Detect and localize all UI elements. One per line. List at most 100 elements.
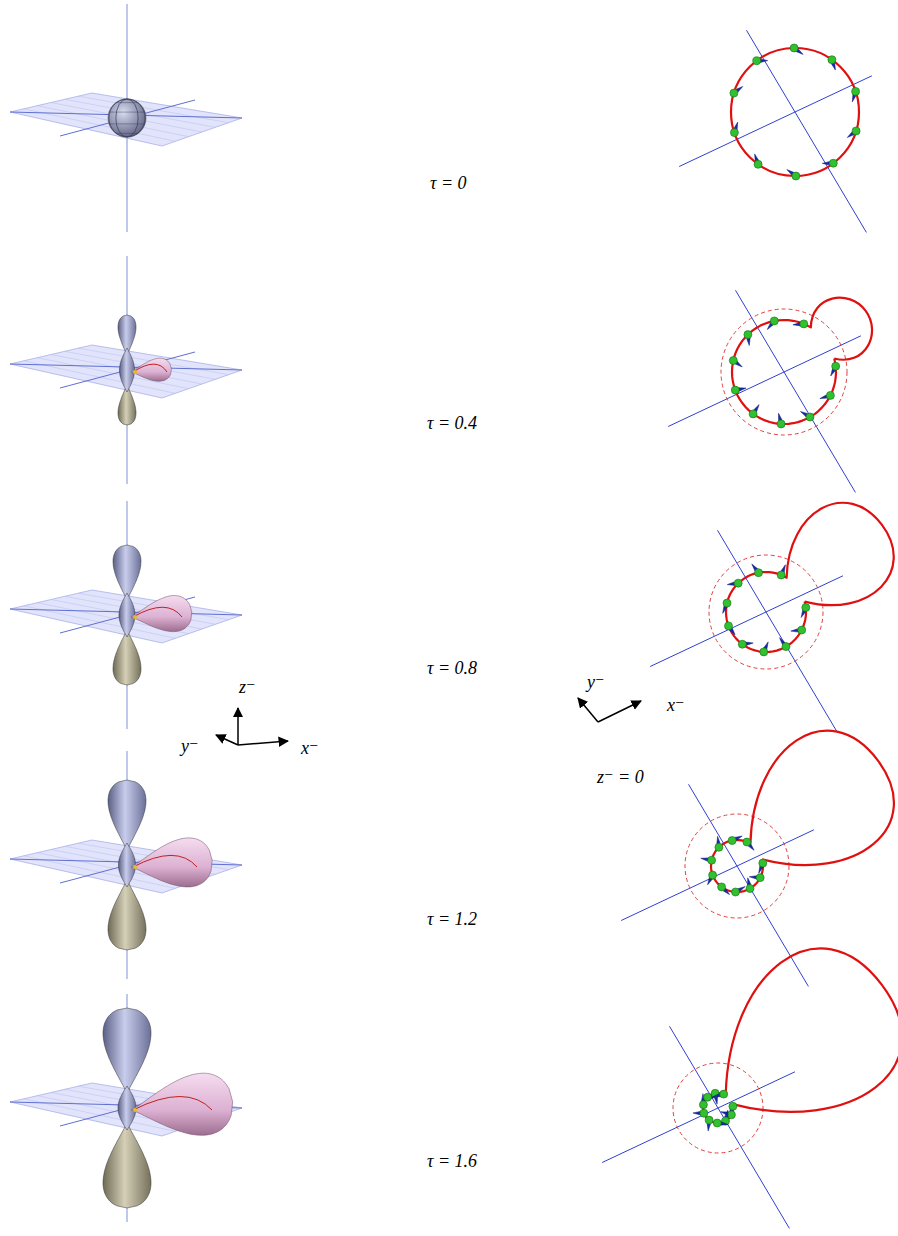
curve-plot bbox=[621, 731, 894, 987]
particle-dot bbox=[727, 1111, 735, 1119]
mesh-line bbox=[116, 133, 138, 134]
axis-label: y⁻ bbox=[585, 672, 607, 694]
particle-dot bbox=[800, 320, 808, 328]
particle-dot bbox=[852, 87, 860, 95]
mesh-line bbox=[116, 99, 138, 137]
bottom-lobe bbox=[103, 1122, 151, 1208]
curve-plot bbox=[679, 30, 872, 232]
curve-plot bbox=[602, 948, 898, 1228]
particle-dot bbox=[732, 888, 740, 896]
mesh-line bbox=[116, 99, 138, 137]
plane-grid bbox=[37, 358, 188, 389]
y-axis bbox=[60, 100, 195, 136]
x-axis bbox=[621, 830, 814, 921]
particle-dot bbox=[852, 127, 860, 135]
particle-dot bbox=[755, 569, 763, 577]
spin-arrow bbox=[721, 1122, 729, 1125]
curve-trace bbox=[133, 364, 167, 372]
surface-plot bbox=[10, 994, 242, 1222]
axis-label: x⁻ bbox=[299, 738, 321, 760]
curve bbox=[731, 48, 859, 176]
particle-dot bbox=[828, 56, 836, 64]
y-axis bbox=[747, 30, 867, 232]
particle-dot bbox=[826, 391, 834, 399]
side-lobe bbox=[131, 358, 171, 381]
spin-arrow bbox=[749, 876, 757, 879]
marker-dot bbox=[133, 865, 137, 869]
particle-dot bbox=[759, 859, 767, 867]
particle-dot bbox=[749, 410, 757, 418]
particle-dot bbox=[730, 129, 738, 137]
spin-arrow bbox=[725, 1110, 728, 1118]
axis-key bbox=[216, 708, 288, 745]
particle-dot bbox=[770, 317, 778, 325]
side-lobe bbox=[131, 1073, 233, 1135]
particle-dot bbox=[734, 579, 742, 587]
y-axis bbox=[718, 530, 838, 732]
spin-arrow bbox=[693, 1111, 701, 1115]
top-lobe bbox=[108, 780, 146, 851]
x-axis bbox=[650, 576, 843, 667]
spin-arrow bbox=[746, 642, 754, 645]
side-lobe bbox=[131, 596, 192, 632]
particle-dot bbox=[790, 44, 798, 52]
curve-trace bbox=[133, 855, 197, 867]
surface-plot bbox=[10, 4, 242, 232]
top-lobe bbox=[103, 1008, 151, 1094]
bottom-lobe bbox=[108, 879, 146, 950]
particle-dot bbox=[718, 883, 726, 891]
particle-dot bbox=[754, 160, 762, 168]
spin-arrow bbox=[747, 338, 751, 346]
curve-plot bbox=[650, 503, 894, 733]
particle-dot bbox=[731, 386, 739, 394]
curve bbox=[726, 503, 894, 652]
particle-dot bbox=[704, 1093, 712, 1101]
time-label: τ = 1.2 bbox=[425, 909, 479, 931]
curve bbox=[732, 298, 872, 424]
particle-dot bbox=[798, 626, 806, 634]
axis-key bbox=[578, 698, 641, 722]
mesh-line bbox=[116, 102, 138, 103]
surface-plot bbox=[10, 256, 242, 484]
spin-arrow bbox=[717, 836, 720, 844]
particle-dot bbox=[709, 871, 717, 879]
surface-plot bbox=[10, 751, 242, 979]
spin-arrow bbox=[793, 323, 801, 326]
curve-plot bbox=[668, 290, 872, 492]
particle-dot bbox=[705, 1116, 713, 1124]
xy-plane bbox=[10, 590, 242, 643]
time-label: τ = 0.8 bbox=[425, 658, 479, 680]
axis-label: y⁻ bbox=[179, 736, 201, 758]
particle-dot bbox=[760, 648, 768, 656]
particle-dot bbox=[777, 420, 785, 428]
marker-dot bbox=[133, 615, 137, 619]
particle-dot bbox=[713, 1119, 721, 1127]
particle-dot bbox=[730, 89, 738, 97]
spin-arrow bbox=[791, 629, 799, 632]
spin-arrow bbox=[701, 858, 709, 861]
axis-label: z⁻ bbox=[237, 677, 258, 699]
side-lobe bbox=[131, 838, 212, 887]
curve bbox=[703, 948, 898, 1123]
particle-dot bbox=[806, 413, 814, 421]
center-spindle bbox=[119, 593, 135, 637]
time-label: τ = 0 bbox=[428, 173, 469, 195]
marker-dot bbox=[133, 370, 137, 374]
particle-dot bbox=[756, 874, 764, 882]
particle-dot bbox=[708, 856, 716, 864]
particle-dot bbox=[699, 1101, 707, 1109]
axis-label: x⁻ bbox=[665, 695, 687, 717]
spin-arrow bbox=[822, 162, 830, 166]
time-label: τ = 1.6 bbox=[425, 1151, 479, 1173]
spin-arrow bbox=[714, 1097, 717, 1105]
spin-arrow bbox=[760, 59, 768, 63]
curve-trace bbox=[133, 607, 182, 617]
particle-dot bbox=[832, 362, 840, 370]
mesh-line bbox=[109, 112, 145, 113]
particle-dot bbox=[777, 571, 785, 579]
reference-circle bbox=[685, 814, 789, 918]
particle-dot bbox=[723, 599, 731, 607]
particle-dot bbox=[746, 885, 754, 893]
particle-dot bbox=[802, 604, 810, 612]
center-spindle bbox=[119, 843, 136, 887]
